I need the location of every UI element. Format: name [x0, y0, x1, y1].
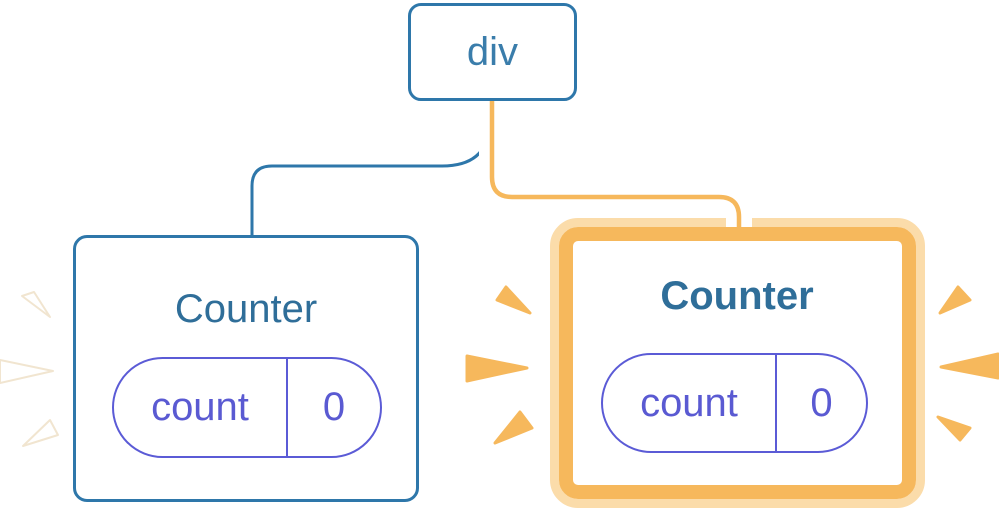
state-pill: count 0 — [112, 357, 382, 458]
connector-right-white-band — [479, 98, 752, 227]
state-pill: count 0 — [601, 353, 868, 453]
spark-icon — [21, 291, 51, 318]
spark-burst-left — [0, 291, 59, 447]
root-node-label: div — [466, 30, 519, 74]
spark-burst-right — [936, 285, 999, 442]
state-key-label: count — [114, 359, 288, 456]
spark-icon — [936, 415, 972, 442]
spark-burst-middle — [465, 285, 534, 445]
connector-left-blue — [250, 98, 492, 236]
counter-title: Counter — [174, 287, 318, 331]
spark-icon — [0, 359, 54, 384]
spark-icon — [939, 352, 999, 380]
state-value: 0 — [322, 385, 346, 429]
connector-right-orange-core — [489, 98, 742, 230]
root-node: div — [408, 3, 577, 101]
counter-node-left: Counter count 0 — [73, 235, 419, 502]
spark-icon — [495, 285, 532, 315]
spark-icon — [465, 354, 529, 383]
spark-icon — [22, 419, 59, 447]
state-key-label: count — [603, 355, 777, 451]
state-value: 0 — [810, 380, 833, 425]
counter-node-highlighted: Counter count 0 — [550, 218, 925, 508]
spark-icon — [493, 410, 534, 445]
spark-icon — [938, 285, 972, 315]
counter-node-highlighted-inner-border — [559, 227, 916, 499]
counter-title: Counter — [660, 274, 814, 318]
